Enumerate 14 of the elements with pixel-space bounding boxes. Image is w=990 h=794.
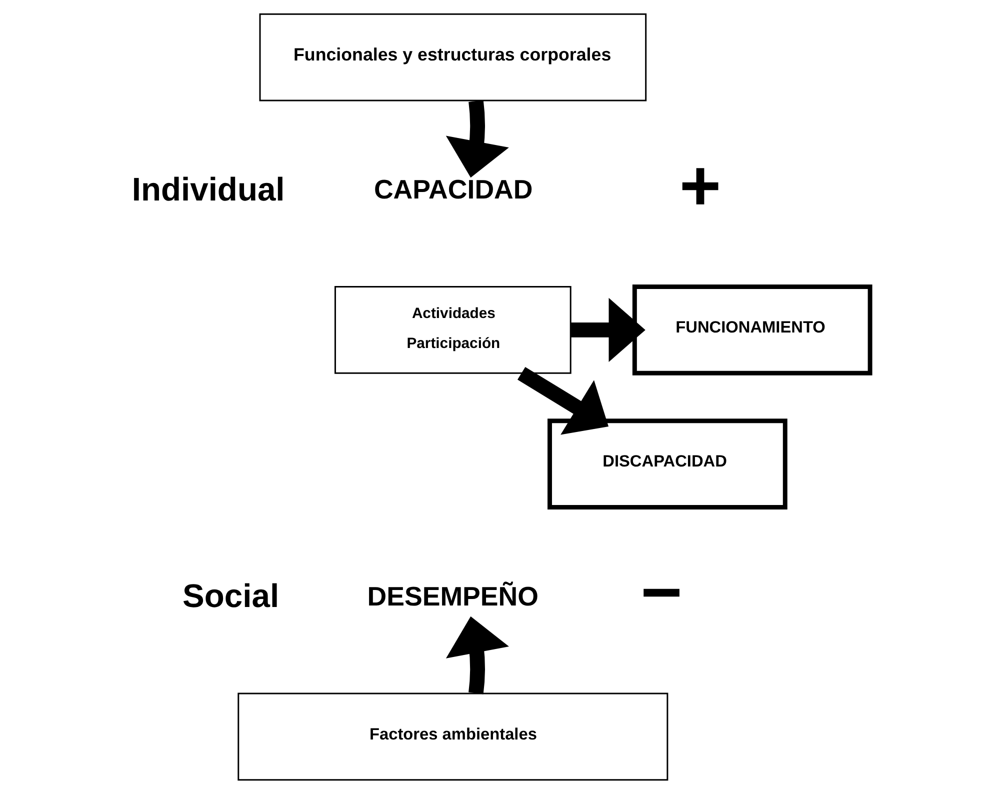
label: Social: [182, 577, 280, 614]
node-box: Funcionales y estructuras corporales: [259, 13, 647, 102]
label: +: [679, 146, 722, 226]
node-box: Actividades Participación: [334, 286, 572, 374]
label: Individual: [132, 170, 285, 208]
node-text: DESEMPEÑO: [367, 581, 539, 612]
arrow: [446, 616, 509, 694]
node-box: Factores ambientales: [238, 692, 668, 781]
node-box: FUNCIONAMIENTO: [632, 284, 872, 376]
arrow: [571, 298, 646, 362]
node-box: DISCAPACIDAD: [548, 418, 788, 510]
arrow: [518, 366, 609, 435]
label: −: [640, 552, 682, 633]
node-text: CAPACIDAD: [374, 174, 533, 205]
